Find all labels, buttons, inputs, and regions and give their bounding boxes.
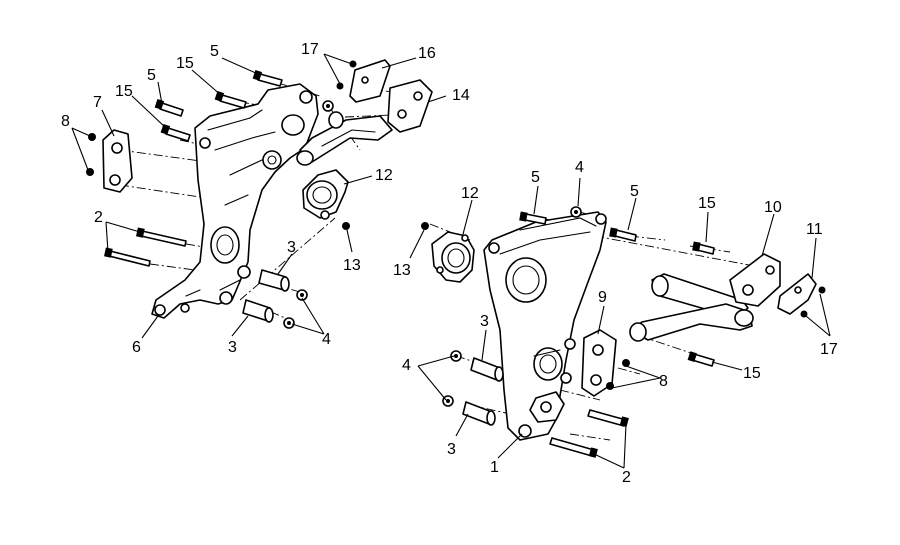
callout-10: 10 [764,199,782,216]
left-long-bolts-2 [104,227,187,267]
callout-12-left: 12 [375,167,393,184]
callout-8-right: 8 [659,373,668,390]
callout-2-left: 2 [94,209,103,226]
callout-7: 7 [93,94,102,111]
callout-4-right: 4 [402,357,411,374]
leader-lines [71,53,831,469]
callout-15-right-lower: 15 [743,365,761,382]
right-screws-17 [800,286,826,318]
left-frame-plate [151,83,319,319]
callout-4-left: 4 [322,331,331,348]
right-frame-plate [483,211,607,441]
callout-16: 16 [418,45,436,62]
callout-labels: 8 7 15 5 15 5 17 16 14 12 13 2 3 4 3 6 1… [61,41,838,486]
left-screw-13 [342,222,350,230]
right-screw-13 [421,222,429,230]
left-footpeg-arm [296,79,433,166]
callout-8-left: 8 [61,113,70,130]
callout-9: 9 [598,289,607,306]
callout-5-right-right: 5 [630,183,639,200]
right-footpeg-arm [629,253,781,342]
callout-5-left-lower: 5 [147,67,156,84]
callout-15-left-lower: 15 [115,83,133,100]
right-spacers-3 [462,357,504,426]
callout-4-right-top: 4 [575,159,584,176]
callout-15-right-upper: 15 [698,195,716,212]
right-ring-12 [431,231,475,283]
left-nuts-4 [283,100,334,329]
left-heel-guard [349,59,391,103]
callout-11: 11 [806,221,823,238]
right-heel-guard [777,273,817,315]
left-small-bracket [102,129,133,193]
callout-3-left-upper: 3 [287,239,296,256]
right-nuts-4 [442,206,582,407]
right-bolts-15 [687,241,715,367]
callout-1: 1 [490,459,499,476]
callout-5-left-upper: 5 [210,43,219,60]
callout-3-right-upper: 3 [480,313,489,330]
left-spacers-3 [242,269,290,323]
callout-2-right: 2 [622,469,631,486]
callout-17-left: 17 [301,41,319,58]
callout-3-right-lower: 3 [447,441,456,458]
left-screws-17 [336,60,357,90]
callout-14: 14 [452,87,470,104]
callout-15-left-upper: 15 [176,55,194,72]
left-ring-12 [302,169,349,220]
callout-17-right: 17 [820,341,838,358]
callout-13-left: 13 [343,257,361,274]
right-long-bolts-2 [549,409,629,458]
callout-13-right: 13 [393,262,411,279]
callout-12-right: 12 [461,185,479,202]
callout-5-right-left: 5 [531,169,540,186]
callout-6: 6 [132,339,141,356]
right-bolts-5 [519,211,637,242]
callout-3-left-lower: 3 [228,339,237,356]
